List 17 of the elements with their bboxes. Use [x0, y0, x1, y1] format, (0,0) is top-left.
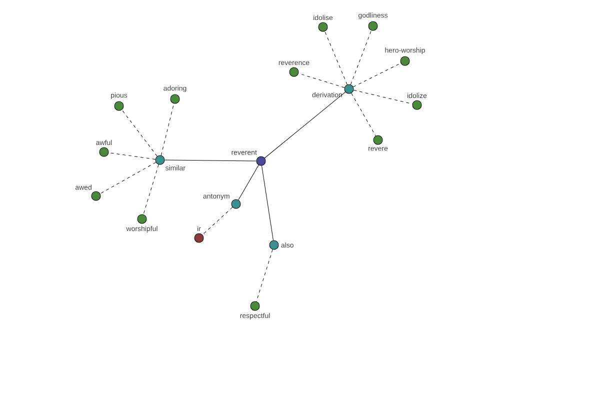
connector-line: [202, 206, 233, 236]
connector-line: [350, 30, 372, 85]
connector-line: [108, 152, 156, 160]
connector-line: [353, 90, 413, 104]
connector-line: [143, 164, 159, 215]
connector-line: [100, 162, 156, 194]
connector-line: [264, 92, 346, 158]
connector-line: [122, 110, 158, 156]
connector-line: [261, 165, 274, 241]
connector-line: [256, 249, 273, 302]
connector-line: [238, 164, 259, 200]
connector-line: [353, 62, 401, 88]
connector-line: [164, 160, 256, 162]
connector-line: [298, 73, 345, 88]
connector-line: [351, 92, 376, 136]
connector-line: [160, 103, 174, 156]
connector-line: [324, 31, 348, 85]
